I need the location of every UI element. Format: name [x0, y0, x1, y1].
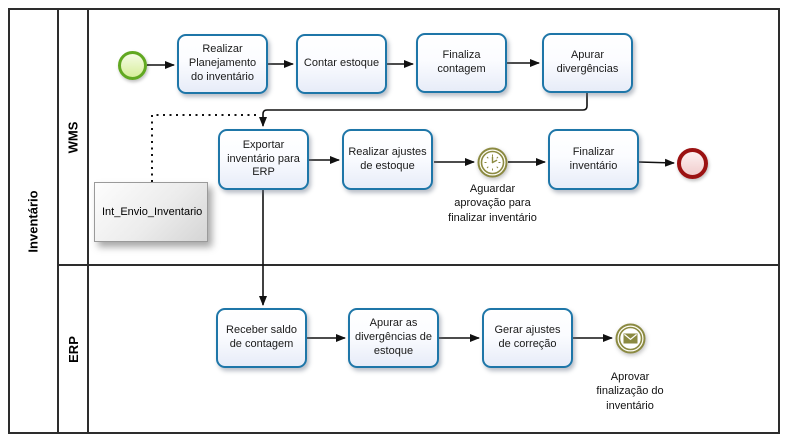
task-label: Apurar as divergências de estoque [354, 317, 433, 357]
task-label: Apurar divergências [556, 49, 619, 75]
start-event[interactable] [118, 51, 147, 80]
annotation-int-envio-inventario[interactable]: Int_Envio_Inventario [94, 182, 208, 242]
message-envelope-icon [615, 323, 646, 354]
task-receber-saldo[interactable]: Receber saldo de contagem [216, 308, 307, 368]
message-event-label: Aprovar finalização do inventário [596, 371, 664, 412]
task-label: Contar estoque [303, 57, 380, 70]
task-label: Receber saldo de contagem [226, 324, 297, 350]
task-contar-estoque[interactable]: Contar estoque [296, 34, 387, 94]
task-label: Exportar inventário para ERP [227, 138, 300, 179]
task-label: Realizar ajustes de estoque [348, 145, 427, 172]
task-gerar-ajustes[interactable]: Gerar ajustes de correção [482, 308, 573, 368]
task-apurar-divergencias[interactable]: Apurar divergências [542, 33, 633, 93]
message-event[interactable] [615, 323, 646, 354]
lane-wms-title: WMS [65, 121, 81, 153]
pool-header: Inventário [10, 10, 59, 432]
lane-divider [59, 264, 778, 266]
annotation-label: Int_Envio_Inventario [102, 206, 203, 218]
task-realizar-ajustes[interactable]: Realizar ajustes de estoque [342, 129, 433, 190]
pool-title: Inventário [26, 189, 41, 253]
task-apurar-divergencias-estoque[interactable]: Apurar as divergências de estoque [348, 308, 439, 368]
lane-header-wms: WMS [59, 10, 87, 264]
task-label: Realizar Planejamento do inventário [188, 43, 257, 83]
lane-header-erp: ERP [59, 266, 87, 432]
task-finalizar-inventario[interactable]: Finalizar inventário [548, 129, 639, 190]
task-realizar-planejamento[interactable]: Realizar Planejamento do inventário [177, 34, 268, 94]
timer-event-label: Aguardar aprovação para finalizar invent… [448, 183, 537, 224]
task-label: Finalizar inventário [569, 145, 618, 172]
task-exportar-inventario[interactable]: Exportar inventário para ERP [218, 129, 309, 190]
lane-header-column: WMS ERP [59, 10, 89, 432]
task-finaliza-contagem[interactable]: Finaliza contagem [416, 33, 507, 93]
task-label: Gerar ajustes de correção [494, 324, 561, 350]
end-event[interactable] [677, 148, 708, 179]
lane-erp-title: ERP [65, 335, 81, 363]
task-label: Finaliza contagem [437, 49, 486, 75]
pool-inventario: Inventário WMS ERP [8, 8, 780, 434]
timer-event[interactable] [477, 147, 508, 178]
timer-clock-icon [477, 147, 508, 178]
